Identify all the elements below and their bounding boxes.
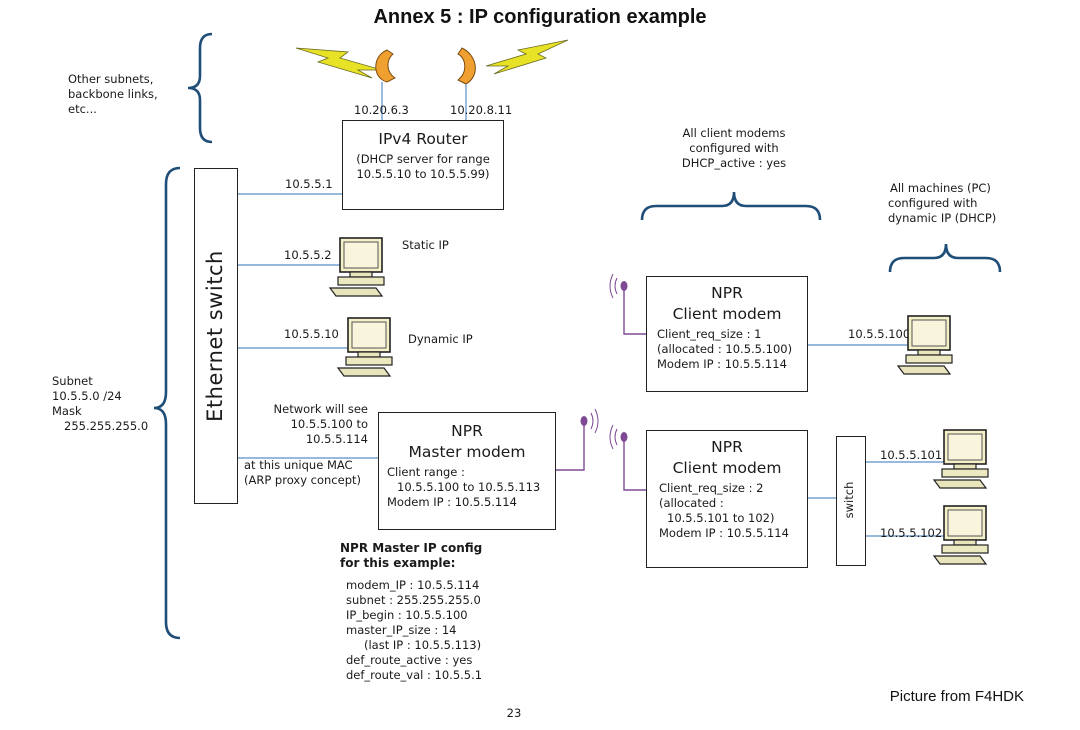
connection-line [609,424,614,450]
client1-title: NPR Client modem [672,284,782,323]
dynamic-pc-ip: 10.5.5.10 [284,327,339,341]
picture-credit: Picture from F4HDK [889,688,1024,705]
static-pc-computer-icon [328,237,385,297]
connection-line [556,424,585,471]
connection-line [590,412,594,430]
dynamic-pc-label: Dynamic IP [408,332,473,346]
lightning-bolt-left-icon [295,47,383,79]
client-modems-note: All client modems configured with DHCP_a… [681,126,787,170]
client2-pc2-ip: 10.5.5.102 [880,526,943,540]
router-uplink-ip-2: 10.20.8.11 [450,103,513,117]
lightning-bolt-right-icon [485,39,569,75]
master-network-note-top: Network will see 10.5.5.100 to 10.5.5.11… [273,402,368,446]
small-switch-label: switch [842,481,856,519]
master-config-heading: NPR Master IP config for this example: [340,541,483,570]
client2-pc2-computer-icon [932,505,989,565]
radio-antenna-client2-icon [620,432,628,442]
dynamic-pc-computer-icon [336,317,393,377]
other-subnets-note: Other subnets, backbone links, etc... [68,72,158,116]
subnet-note: Subnet 10.5.5.0 /24 Mask 255.255.255.0 [52,374,149,433]
client2-pc1-computer-icon [932,429,989,489]
page-title: Annex 5 : IP configuration example [373,6,707,28]
machines-note: All machines (PC) configured with dynami… [888,181,997,225]
small-switch [836,436,866,566]
master-config-lines: modem_IP : 10.5.5.114 subnet : 255.255.2… [346,578,483,682]
master-modem-details: Client range : 10.5.5.100 to 10.5.5.113 … [387,465,541,509]
radio-antenna-master-icon [580,416,588,426]
connection-line [614,428,618,446]
static-pc-label: Static IP [402,238,449,252]
master-modem-title: NPR Master modem [408,422,526,461]
dish-antenna-left-icon [375,49,396,83]
router-title: IPv4 Router [378,130,468,148]
client1-details: Client_req_size : 1 (allocated : 10.5.5.… [657,327,793,371]
static-pc-ip: 10.5.5.2 [284,248,332,262]
brace-subnet [153,166,181,640]
connection-line [614,277,618,295]
router-details: (DHCP server for range 10.5.5.10 to 10.5… [356,152,490,181]
client2-details: Client_req_size : 2 (allocated : 10.5.5.… [659,481,789,540]
master-network-note-bottom: at this unique MAC (ARP proxy concept) [244,458,361,487]
brace-client-modems [640,191,822,221]
ethernet-switch-label: Ethernet switch [203,250,227,422]
page-number: 23 [506,706,522,720]
connection-line [609,273,614,299]
ethernet-switch [194,168,238,504]
brace-other-subnets [187,32,213,144]
radio-antenna-client1-icon [620,281,628,291]
router-lan-ip: 10.5.5.1 [285,177,333,191]
client2-pc1-ip: 10.5.5.101 [880,448,943,462]
connection-line [623,440,646,491]
client2-title: NPR Client modem [672,438,782,477]
npr-client-modem-1: NPR Client modem Client_req_size : 1 (al… [646,276,808,392]
brace-machines [888,243,1002,273]
dish-antenna-right-icon [457,47,476,85]
npr-master-modem: NPR Master modem Client range : 10.5.5.1… [378,412,556,530]
ipv4-router: IPv4 Router (DHCP server for range 10.5.… [342,120,504,210]
client1-pc-computer-icon [896,315,953,375]
connection-line [623,290,646,335]
npr-client-modem-2: NPR Client modem Client_req_size : 2 (al… [646,430,808,568]
router-uplink-ip-1: 10.20.6.3 [354,103,409,117]
client1-pc-ip: 10.5.5.100 [848,327,911,341]
connection-line [594,408,599,434]
